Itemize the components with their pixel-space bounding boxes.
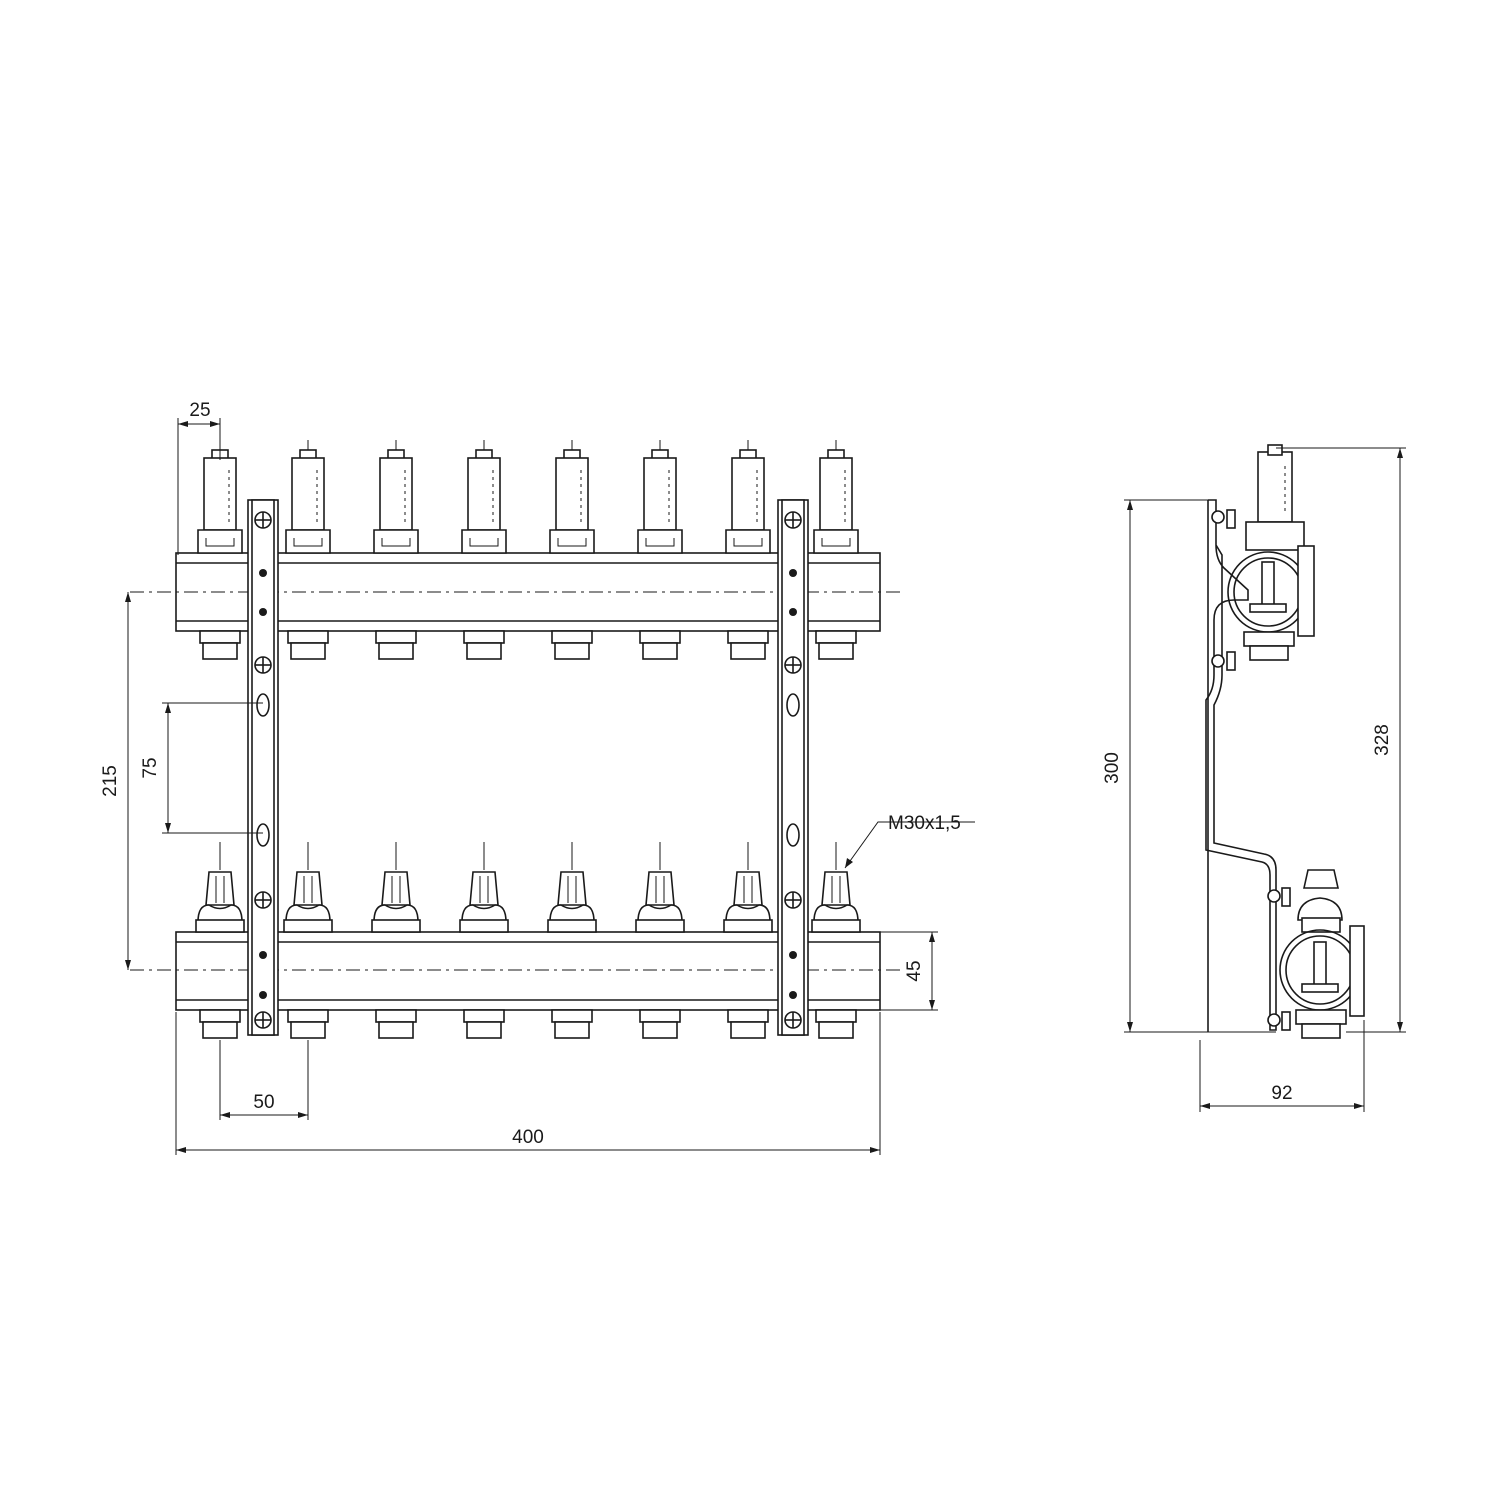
screw xyxy=(784,511,802,529)
dim-outlet-width: 25 xyxy=(177,400,221,555)
flowmeter xyxy=(461,440,507,554)
dim-mount-holes: 75 xyxy=(140,702,263,834)
valve-cap-row xyxy=(195,842,861,933)
top-manifold-bar xyxy=(130,552,900,632)
flowmeter xyxy=(285,440,331,554)
outlet-fitting xyxy=(551,630,593,660)
thread-label: M30x1,5 xyxy=(888,813,961,834)
valve-cap xyxy=(195,842,245,933)
outlet-fitting xyxy=(815,1009,857,1039)
outlet-fitting xyxy=(287,1009,329,1039)
rivet xyxy=(789,951,797,959)
rivet xyxy=(259,951,267,959)
dim-side-height-total: 328 xyxy=(1276,447,1406,1033)
side-upper-manifold xyxy=(1211,444,1315,671)
valve-cap xyxy=(283,842,333,933)
side-lower-manifold xyxy=(1267,869,1365,1039)
dim-bar-height: 45 xyxy=(880,931,938,1011)
dim-outlet-pitch: 50 xyxy=(219,1040,309,1120)
dim-overall-length: 400 xyxy=(175,1012,881,1155)
outlet-fitting xyxy=(199,1009,241,1039)
dim-side-depth: 92 xyxy=(1199,1020,1365,1112)
screw xyxy=(254,891,272,909)
dim-label-50: 50 xyxy=(253,1092,274,1113)
valve-cap xyxy=(459,842,509,933)
dim-label-215: 215 xyxy=(100,765,121,797)
screw xyxy=(784,891,802,909)
flowmeter xyxy=(373,440,419,554)
screw xyxy=(784,1011,802,1029)
flowmeter xyxy=(197,440,243,554)
flowmeter xyxy=(549,440,595,554)
screw xyxy=(254,511,272,529)
outlet-fitting xyxy=(199,630,241,660)
outlet-fitting xyxy=(375,630,417,660)
valve-cap xyxy=(371,842,421,933)
outlet-fitting xyxy=(639,630,681,660)
rivet xyxy=(259,991,267,999)
flowmeter-row xyxy=(197,440,859,554)
screw xyxy=(254,656,272,674)
thread-callout: M30x1,5 xyxy=(844,813,975,869)
outlet-fitting xyxy=(463,1009,505,1039)
dim-label-25: 25 xyxy=(189,400,210,421)
outlet-fitting xyxy=(463,630,505,660)
outlet-fitting xyxy=(815,630,857,660)
top-outlet-row xyxy=(199,630,857,660)
screw xyxy=(254,1011,272,1029)
bottom-outlet-row xyxy=(199,1009,857,1039)
dim-label-45: 45 xyxy=(904,960,925,981)
dim-label-400: 400 xyxy=(512,1127,544,1148)
side-view: 300 328 92 xyxy=(1102,444,1406,1112)
rivet xyxy=(789,608,797,616)
flowmeter xyxy=(637,440,683,554)
front-view: 25 215 75 45 50 xyxy=(100,400,975,1155)
rivet xyxy=(789,569,797,577)
bracket-screws xyxy=(254,511,802,1029)
valve-cap xyxy=(635,842,685,933)
outlet-fitting xyxy=(727,630,769,660)
flowmeter xyxy=(813,440,859,554)
outlet-fitting xyxy=(639,1009,681,1039)
outlet-fitting xyxy=(551,1009,593,1039)
dim-side-height-bracket: 300 xyxy=(1102,499,1276,1033)
dim-label-75: 75 xyxy=(140,757,161,778)
screw xyxy=(784,656,802,674)
rivet xyxy=(259,569,267,577)
dim-label-300: 300 xyxy=(1102,752,1123,784)
rivet xyxy=(259,608,267,616)
outlet-fitting xyxy=(287,630,329,660)
valve-cap xyxy=(547,842,597,933)
outlet-fitting xyxy=(375,1009,417,1039)
valve-cap xyxy=(811,842,861,933)
valve-cap xyxy=(723,842,773,933)
dim-label-92: 92 xyxy=(1271,1083,1292,1104)
dim-pipe-spacing: 215 xyxy=(100,592,131,970)
rivet xyxy=(789,991,797,999)
dim-label-328: 328 xyxy=(1372,724,1393,756)
outlet-fitting xyxy=(727,1009,769,1039)
flowmeter xyxy=(725,440,771,554)
